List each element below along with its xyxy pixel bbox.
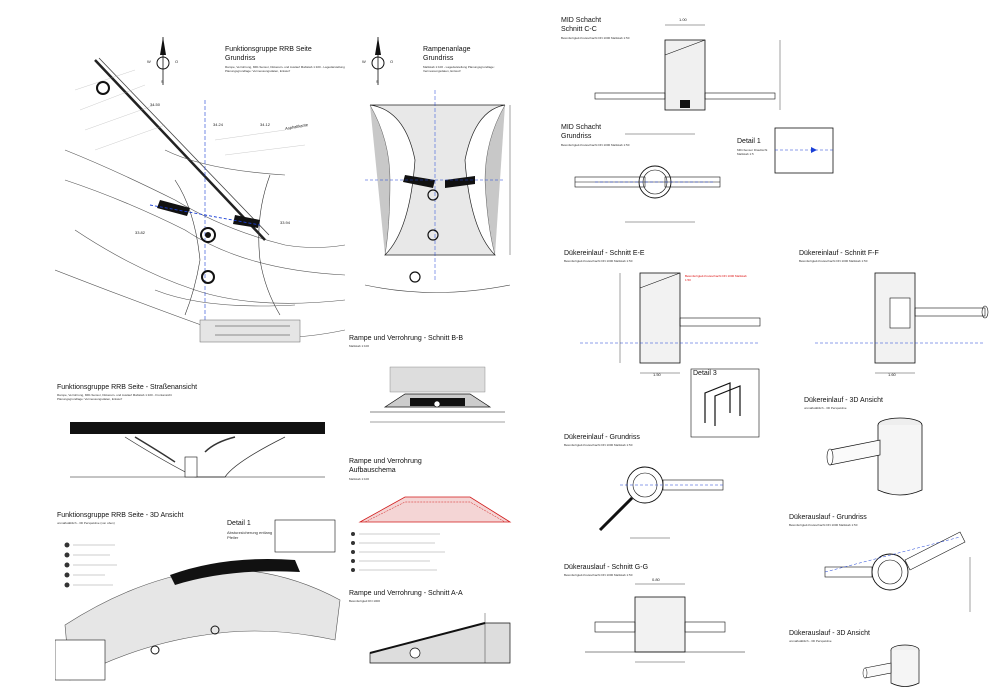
panel-title: Dükerauslauf - 3D Ansicht [789,630,870,637]
panel-note: unmaßstäblich - 3D Perspektive [804,406,847,410]
panel-rrb-3d: Funktionsgruppe RRB Seite - 3D Ansicht u… [55,510,345,690]
panel-note: Betonfertigteil-Kreisschacht DN 1000 Maß… [789,523,858,527]
panel-note: unmaßstäblich - 3D Perspektive [789,639,832,643]
inlet-section-ff-drawing [815,272,989,374]
ramp-plan-drawing [364,90,511,293]
panel-subtitle: Grundriss [423,55,454,62]
panel-subtitle: Grundriss [225,55,256,62]
panel-duekereinlauf-ee: Dükereinlauf - Schnitt E-E Betonfertigte… [560,248,770,383]
panel-note: Betonfertigteil DN 1000 [349,599,381,603]
panel-duekereinlauf-3d: Dükereinlauf - 3D Ansicht unmaßstäblich … [800,395,995,505]
panel-title: Dükerauslauf - Grundriss [789,514,867,521]
panel-note: Maßstab 1:100 [349,344,370,348]
section-bb-drawing [370,366,505,423]
panel-note: Betonfertigteil-Kreisschacht DN 1000 Maß… [564,573,633,577]
panel-note: Betonfertigteil-Kreisschacht DN 1000 Maß… [799,259,868,263]
layer-scheme-drawing [351,496,512,572]
site-plan-drawing [55,57,345,343]
panel-title: Rampe und Verrohrung - Schnitt A-A [349,590,463,597]
compass-o: O [390,59,394,64]
compass-s: S [161,79,164,84]
detail-mid-drawing [774,127,834,174]
dimension: 1.00 [679,17,687,22]
panel-note: Betonfertigteil-Kreisschacht DN 1000 Maß… [561,143,630,147]
panel-duekerauslauf-gg: Dükerauslauf - Schnitt G-G Betonfertigte… [560,562,770,682]
outlet-3d-drawing [862,644,920,687]
panel-title: MID Schacht [561,17,602,24]
compass-w: W [362,59,366,64]
panel-title: Detail 1 [227,520,251,527]
panel-title: Dükereinlauf - Schnitt E-E [564,250,645,257]
panel-note: Rampe, Verrohrung, MID-Sensor, Dükerein-… [57,393,172,401]
panel-rampenanlage: Rampenanlage Grundriss Maßstab 1:100 - L… [345,30,520,315]
detail-3-drawing [690,368,760,438]
panel-title: Dükereinlauf - 3D Ansicht [804,397,883,404]
panel-duekerauslauf-3d: Dükerauslauf - 3D Ansicht unmaßstäblich … [785,628,995,698]
outlet-section-drawing [585,583,745,663]
panel-detail-1-absturz: Detail 1 Absturzsicherung entlang Pfeile… [225,518,285,558]
panel-note: Maßstab 1:100 - Lagedarstellung Planungs… [423,65,495,73]
map-label-elev: 34.12 [260,122,271,127]
dimension: 1.60 [888,372,896,377]
panel-subtitle: Aufbauschema [349,467,396,474]
section-aa-drawing [369,613,511,664]
map-label-elev: 33.94 [280,220,291,225]
inlet-plan-drawing [597,466,725,539]
panel-detail-3: Detail 3 [690,368,760,438]
panel-note: unmaßstäblich - 3D Perspektive (von oben… [57,521,115,525]
panel-duekereinlauf-grundriss: Dükereinlauf - Grundriss Betonfertigteil… [560,430,735,555]
compass-o: O [175,59,179,64]
panel-mid-grundriss: MID Schacht Grundriss Betonfertigteil-Kr… [555,122,735,242]
inlet-section-drawing [580,272,761,374]
panel-detail-1-mid: Detail 1 MID-Sensor Draufsicht Maßstab 1… [735,120,835,190]
panel-title: Rampe und Verrohrung [349,458,422,465]
street-view-drawing [70,422,325,478]
panel-title: Funktionsgruppe RRB Seite - Straßenansic… [57,384,198,391]
panel-title: Detail 1 [737,138,761,145]
compass-w: W [147,59,151,64]
mid-section-drawing [594,24,781,111]
panel-subtitle: Absturzsicherung entlang Pfeiler [227,530,273,540]
panel-subtitle: Schnitt C-C [561,26,597,33]
north-arrow: W O S [143,35,183,90]
panel-title: MID Schacht [561,124,602,131]
panel-rrb-grundriss: Funktionsgruppe RRB Seite Grundriss Ramp… [55,30,345,355]
panel-duekerauslauf-grundriss: Dükerauslauf - Grundriss Betonfertigteil… [785,512,995,627]
panel-note: Maßstab 1:100 [349,477,370,481]
panel-note: Betonfertigteil-Kreisschacht DN 1000 Maß… [564,443,633,447]
panel-note: MID-Sensor Draufsicht Maßstab 1:5 [737,148,768,156]
panel-mid-schnitt-cc: MID Schacht Schnitt C-C Betonfertigteil-… [555,15,795,120]
panel-schnitt-bb: Rampe und Verrohrung - Schnitt B-B Maßst… [345,332,520,442]
panel-title: Rampe und Verrohrung - Schnitt B-B [349,335,464,342]
panel-title: Dükereinlauf - Schnitt F-F [799,250,879,257]
panel-title: Rampenanlage [423,46,471,53]
panel-title: Dükerauslauf - Schnitt G-G [564,564,649,571]
panel-note: Betonfertigteil-Kreisschacht DN 1000 Maß… [561,36,630,40]
map-label-elev: 34.50 [150,102,161,107]
outlet-plan-drawing [824,531,971,612]
north-arrow: W O S [358,35,398,90]
mid-plan-drawing [574,133,721,223]
inlet-3d-drawing [826,417,923,496]
panel-title: Detail 3 [693,370,717,377]
panel-title: Funktionsgruppe RRB Seite [225,46,312,53]
warning-note: Betonfertigteil-Kreisschacht DN 1000 Maß… [685,274,747,282]
panel-title: Dükereinlauf - Grundriss [564,434,640,441]
dimension: 0.80 [652,577,660,582]
panel-note: Betonfertigteil-Kreisschacht DN 1000 Maß… [564,259,633,263]
panel-duekereinlauf-ff: Dükereinlauf - Schnitt F-F Betonfertigte… [795,248,995,383]
dimension: 1.50 [653,372,661,377]
panel-note: Rampe, Verrohrung, MID-Sensor, Dükerein-… [225,65,345,73]
panel-title: Funktionsgruppe RRB Seite - 3D Ansicht [57,512,184,519]
map-label-elev: 33.82 [135,230,146,235]
panel-strassenansicht: Funktionsgruppe RRB Seite - Straßenansic… [55,382,345,502]
map-label-elev: 34.24 [213,122,224,127]
compass-s: S [376,79,379,84]
panel-aufbauschema: Rampe und Verrohrung Aufbauschema Maßsta… [345,452,520,587]
panel-schnitt-aa: Rampe und Verrohrung - Schnitt A-A Beton… [345,588,520,673]
rrb-3d-drawing [55,519,341,681]
panel-subtitle: Grundriss [561,133,592,140]
